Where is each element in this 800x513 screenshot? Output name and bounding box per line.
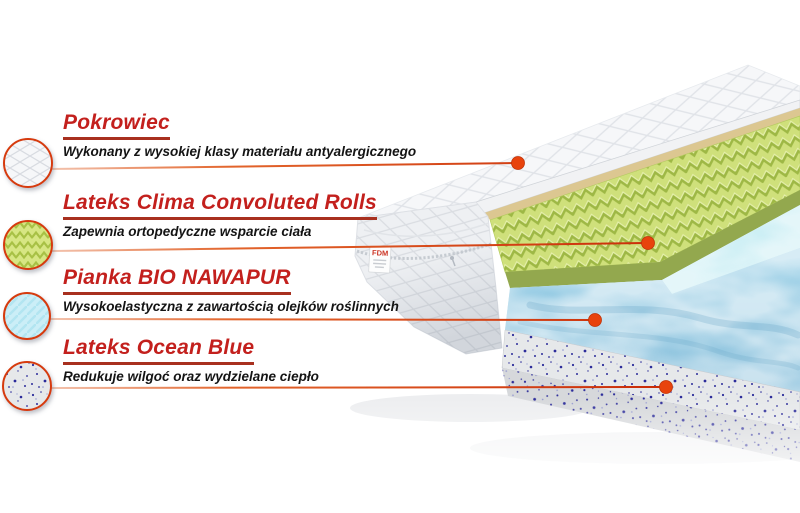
- material-swatches: [2, 138, 53, 411]
- cover-seam: [363, 222, 490, 237]
- callout-dots: [511, 156, 673, 394]
- bottom-fade: [330, 398, 800, 513]
- label-ocean-blue-title: Lateks Ocean Blue: [63, 336, 255, 366]
- label-cover-description: Wykonany z wysokiej klasy materiału anty…: [63, 144, 417, 160]
- label-nawapur-foam-title: Pianka BIO NAWAPUR: [63, 266, 291, 296]
- leader-line-ocean-blue: [50, 386, 667, 389]
- label-clima-latex: Lateks Clima Convoluted Rolls Zapewnia o…: [63, 191, 377, 240]
- leader-lines: [49, 162, 667, 389]
- label-nawapur-foam: Pianka BIO NAWAPUR Wysokoelastyczna z za…: [63, 266, 399, 315]
- leader-line-clima-latex: [51, 242, 649, 252]
- bio-foam-swatch-icon: [3, 292, 51, 340]
- label-ocean-blue: Lateks Ocean Blue Redukuje wilgoć oraz w…: [63, 336, 319, 385]
- label-ocean-blue-description: Redukuje wilgoć oraz wydzielane ciepło: [63, 369, 319, 385]
- quilted-cover-swatch-icon: [3, 138, 53, 188]
- label-cover: Pokrowiec Wykonany z wysokiej klasy mate…: [63, 111, 417, 160]
- convoluted-latex-front: [505, 190, 800, 288]
- convoluted-latex-swatch-icon: [3, 220, 53, 270]
- lining-strip-layer: [484, 108, 800, 220]
- leader-line-nawapur-foam: [49, 318, 596, 321]
- callout-dot-clima-latex: [641, 236, 655, 250]
- label-nawapur-foam-description: Wysokoelastyczna z zawartością olejków r…: [63, 299, 399, 315]
- callout-dot-nawapur-foam: [588, 313, 602, 327]
- cover-corner: FDM: [354, 201, 503, 355]
- label-cover-title: Pokrowiec: [63, 111, 170, 141]
- leader-line-cover: [49, 162, 519, 170]
- callout-dot-cover: [511, 156, 525, 170]
- mattress-illustration: FDM: [330, 64, 800, 513]
- nawapur-foam-top: [662, 205, 800, 294]
- label-clima-latex-title: Lateks Clima Convoluted Rolls: [63, 191, 377, 221]
- label-clima-latex-description: Zapewnia ortopedyczne wsparcie ciała: [63, 224, 312, 240]
- brand-tag-text: FDM: [372, 248, 389, 258]
- nawapur-foam-front: [505, 248, 800, 392]
- speckled-latex-swatch-icon: [2, 361, 52, 411]
- callout-dot-ocean-blue: [659, 380, 673, 394]
